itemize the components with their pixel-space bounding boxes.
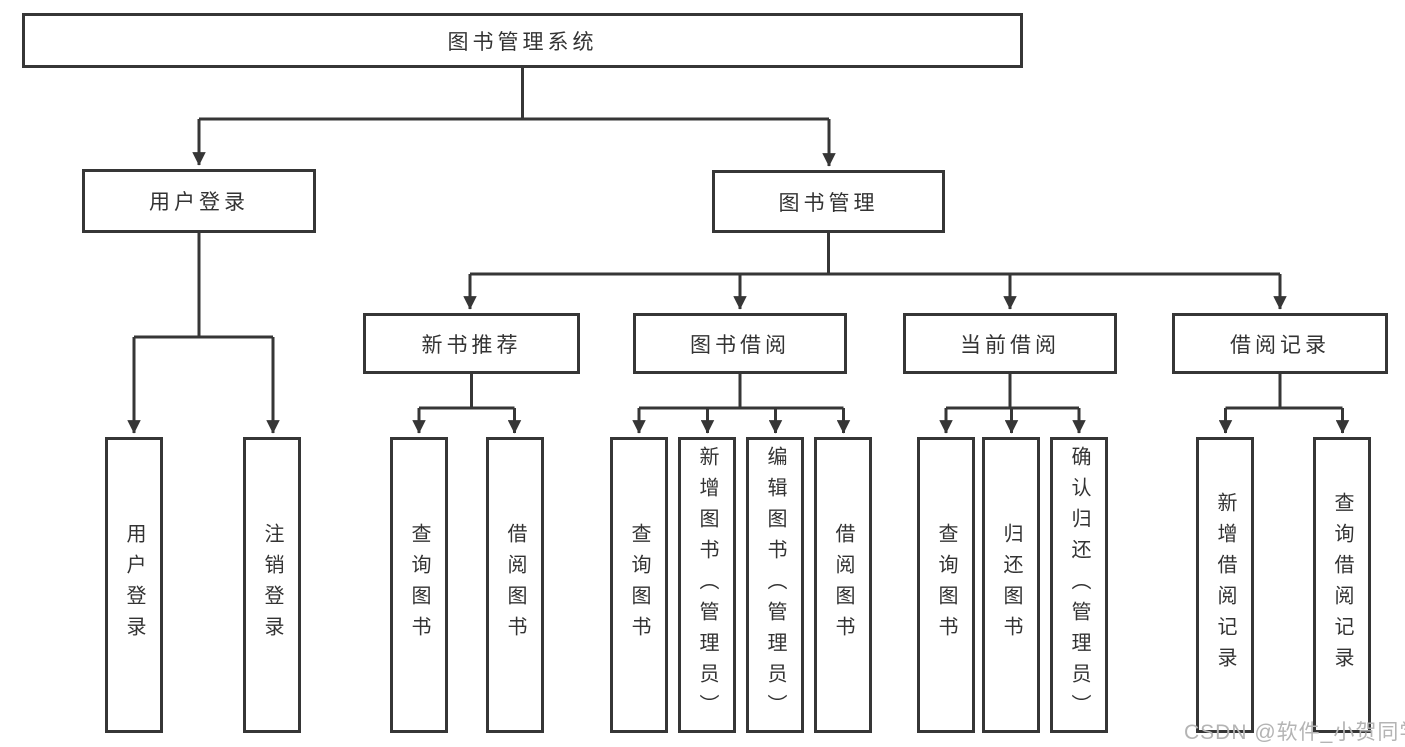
leaf-label: 查询图书 [935, 523, 957, 647]
leaf-edit-books-admin: 编辑图书（管理员） [746, 437, 804, 733]
node-borrowing-records: 借阅记录 [1172, 313, 1388, 374]
leaf-query-books-newrec: 查询图书 [390, 437, 448, 733]
connector-user-login-to-leaves [127, 233, 280, 434]
leaf-add-borrow-record: 新增借阅记录 [1196, 437, 1254, 733]
connector-new-rec-to-leaves [412, 374, 522, 434]
leaf-label: 查询图书 [628, 523, 650, 647]
leaf-label: 注销登录 [261, 523, 283, 647]
leaf-borrow-books-borrow: 借阅图书 [814, 437, 872, 733]
connector-book-mgmt-to-level3 [463, 233, 1287, 310]
leaf-label: 借阅图书 [832, 523, 854, 647]
node-label: 图书管理系统 [447, 30, 598, 54]
node-new-book-recommend: 新书推荐 [363, 313, 580, 374]
connector-borrow-record-to-leaves [1218, 374, 1350, 434]
leaf-logout-login: 注销登录 [243, 437, 301, 733]
leaf-label: 新增图书（管理员） [696, 445, 718, 725]
connector-book-borrow-to-leaves [632, 374, 851, 434]
leaf-label: 用户登录 [123, 523, 145, 647]
leaf-add-books-admin: 新增图书（管理员） [678, 437, 736, 733]
leaf-label: 编辑图书（管理员） [764, 445, 786, 725]
leaf-query-books-current: 查询图书 [917, 437, 975, 733]
node-label: 图书管理 [778, 191, 879, 215]
node-library-management-system: 图书管理系统 [22, 13, 1023, 68]
leaf-borrow-books-newrec: 借阅图书 [486, 437, 544, 733]
leaf-query-books-borrow: 查询图书 [610, 437, 668, 733]
leaf-label: 查询图书 [408, 523, 430, 647]
csdn-watermark: CSDN @软件_小贺同学 [1184, 721, 1405, 744]
leaf-query-borrow-record: 查询借阅记录 [1313, 437, 1371, 733]
node-label: 新书推荐 [421, 333, 522, 357]
node-label: 图书借阅 [690, 333, 790, 357]
connector-current-borrow-to-leaves [939, 374, 1086, 434]
leaf-label: 归还图书 [1000, 523, 1022, 647]
leaf-label: 借阅图书 [504, 523, 526, 647]
node-label: 借阅记录 [1230, 333, 1330, 357]
leaf-label: 查询借阅记录 [1331, 492, 1353, 678]
node-book-management: 图书管理 [712, 170, 945, 233]
leaf-label: 新增借阅记录 [1214, 492, 1236, 678]
node-label: 用户登录 [149, 191, 249, 214]
leaf-confirm-return-admin: 确认归还（管理员） [1050, 437, 1108, 733]
node-label: 当前借阅 [960, 333, 1060, 357]
node-book-borrowing: 图书借阅 [633, 313, 847, 374]
node-current-borrowing: 当前借阅 [903, 313, 1117, 374]
leaf-label: 确认归还（管理员） [1068, 445, 1090, 725]
node-user-login: 用户登录 [82, 169, 316, 233]
leaf-user-login: 用户登录 [105, 437, 163, 733]
leaf-return-books: 归还图书 [982, 437, 1040, 733]
connector-root-to-level2 [192, 68, 836, 167]
